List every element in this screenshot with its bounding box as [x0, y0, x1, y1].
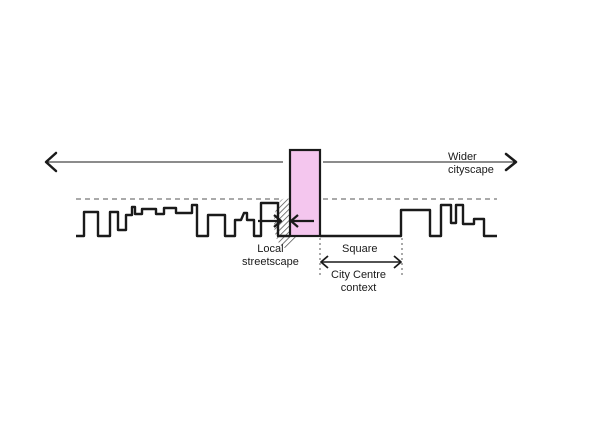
- square-label-line-1: Square: [342, 243, 377, 256]
- square-label-line-3: City Centre: [331, 269, 386, 282]
- square-label-bottom: City Centre context: [331, 269, 386, 295]
- wider-label-line-2: cityscape: [448, 164, 494, 177]
- square-label-line-2: -: [358, 256, 362, 269]
- local-label-line-1: Local: [242, 243, 299, 256]
- square-label-dash: -: [358, 256, 362, 269]
- local-streetscape-label: Local streetscape: [242, 243, 299, 269]
- square-label-line-4: context: [331, 282, 386, 295]
- wider-cityscape-label: Wider cityscape: [448, 151, 494, 177]
- wider-label-line-1: Wider: [448, 151, 494, 164]
- square-label-top: Square: [342, 243, 377, 256]
- skyline-right: [320, 205, 497, 236]
- local-label-line-2: streetscape: [242, 256, 299, 269]
- skyline-left: [76, 203, 290, 236]
